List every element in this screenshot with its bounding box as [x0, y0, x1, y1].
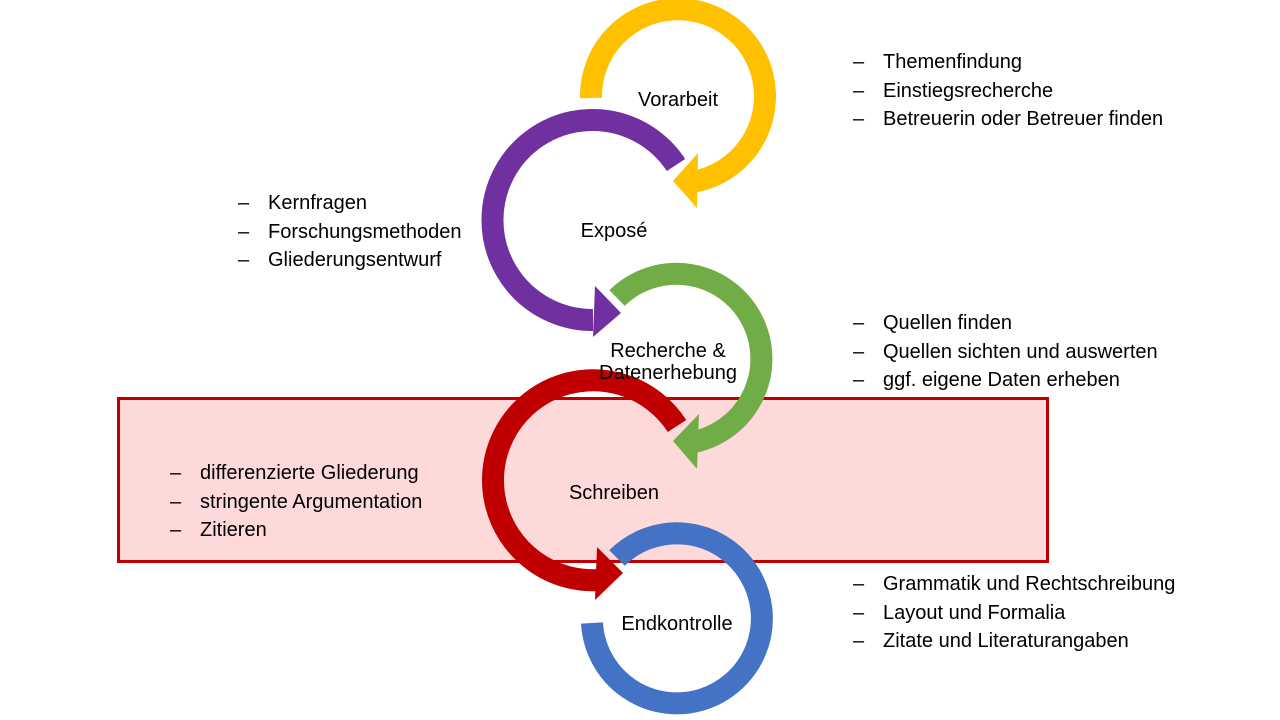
- endkontrolle-notes: Grammatik und Rechtschreibung Layout und…: [853, 570, 1175, 656]
- note-item: Grammatik und Rechtschreibung: [853, 570, 1175, 599]
- schreiben-arrow: [482, 369, 687, 600]
- note-item: Gliederungsentwurf: [238, 246, 461, 275]
- note-item: Kernfragen: [238, 189, 461, 218]
- recherche-notes: Quellen finden Quellen sichten und auswe…: [853, 309, 1158, 395]
- stage-label-endkontrolle: Endkontrolle: [621, 613, 732, 635]
- note-item: Forschungsmethoden: [238, 218, 461, 247]
- note-item: Betreuerin oder Betreuer finden: [853, 105, 1163, 134]
- note-item: Themenfindung: [853, 48, 1163, 77]
- note-item: stringente Argumentation: [170, 488, 422, 517]
- vorarbeit-arrow: [579, 0, 776, 208]
- note-item: Quellen finden: [853, 309, 1158, 338]
- expose-arrow: [481, 109, 686, 337]
- note-item: Einstiegsrecherche: [853, 77, 1163, 106]
- endkontrolle-ring: [581, 522, 773, 715]
- recherche-arrow: [609, 262, 773, 469]
- stage-label-recherche: Recherche &: [610, 340, 726, 362]
- stage-label-schreiben: Schreiben: [569, 482, 659, 504]
- stage-label-vorarbeit: Vorarbeit: [638, 89, 718, 111]
- stage-label-expose: Exposé: [581, 220, 648, 242]
- schreiben-notes: differenzierte Gliederung stringente Arg…: [170, 459, 422, 545]
- note-item: Layout und Formalia: [853, 599, 1175, 628]
- note-item: ggf. eigene Daten erheben: [853, 366, 1158, 395]
- vorarbeit-notes: Themenfindung Einstiegsrecherche Betreue…: [853, 48, 1163, 134]
- note-item: Quellen sichten und auswerten: [853, 338, 1158, 367]
- note-item: Zitieren: [170, 516, 422, 545]
- note-item: Zitate und Literaturangaben: [853, 627, 1175, 656]
- note-item: differenzierte Gliederung: [170, 459, 422, 488]
- expose-notes: Kernfragen Forschungsmethoden Gliederung…: [238, 189, 461, 275]
- stage-label-recherche-line2: Datenerhebung: [599, 362, 737, 384]
